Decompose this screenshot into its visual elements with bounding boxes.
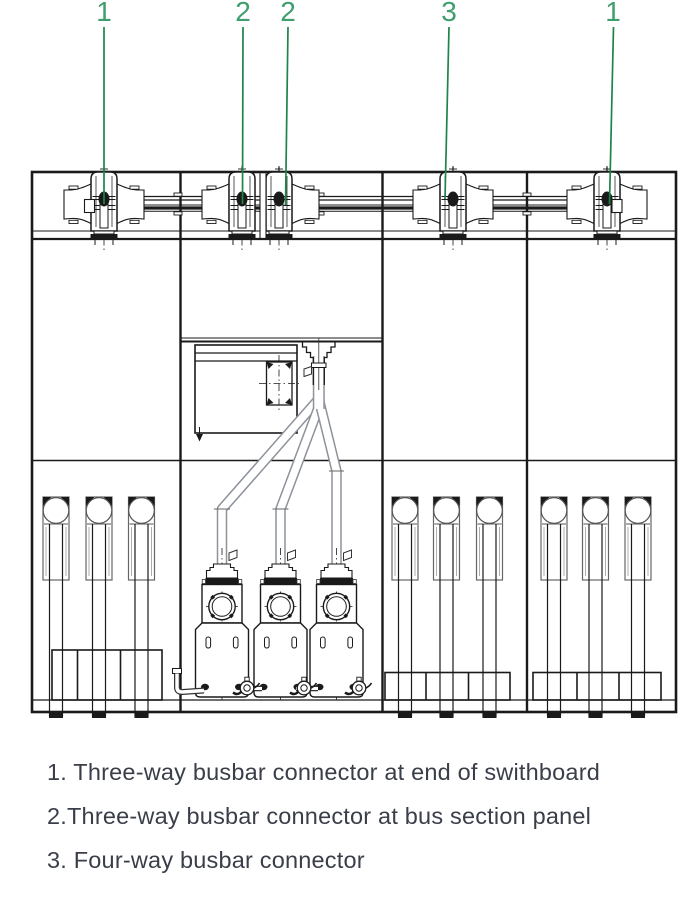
legend-item-2: 2.Three-way busbar connector at bus sect… — [47, 803, 592, 829]
switch-device-2 — [253, 547, 308, 701]
switch-device-1 — [194, 547, 250, 701]
cable-funnel — [301, 338, 336, 390]
cabinet-frame — [30, 170, 678, 714]
busbar-run — [86, 192, 621, 216]
cable-compartment-box — [194, 344, 299, 442]
base-box-left — [51, 649, 163, 701]
drain-elbow — [172, 668, 205, 696]
cable-terminations-panel4 — [540, 496, 652, 719]
cable-terminations-panel3 — [391, 496, 504, 719]
callout-number-3: 2 — [280, 0, 296, 27]
busbar-connector-symbol-2 — [201, 165, 257, 251]
switch-device-3 — [309, 547, 364, 701]
callout-leader-lines — [103, 26, 615, 206]
base-box-panel4 — [532, 671, 662, 701]
legend-item-1: 1. Three-way busbar connector at end of … — [47, 759, 600, 785]
bus-section-joint — [259, 173, 267, 239]
busbar-connector-symbol-3 — [264, 165, 320, 251]
legend: 1. Three-way busbar connector at end of … — [47, 759, 687, 893]
busbar-connector-symbol-4 — [412, 165, 494, 251]
bus-section-ceiling — [181, 337, 382, 343]
cable-terminations-left-panel — [42, 496, 156, 719]
legend-item-3: 3. Four-way busbar connector — [47, 847, 365, 873]
callout-number-2: 2 — [235, 0, 251, 27]
busbar-connector-symbol-5 — [566, 165, 648, 251]
base-box-panel3 — [384, 671, 511, 701]
callout-number-4: 3 — [441, 0, 457, 27]
callout-number-5: 1 — [605, 0, 621, 27]
busbar-end-clips — [83, 198, 623, 214]
callout-number-1: 1 — [96, 0, 112, 27]
